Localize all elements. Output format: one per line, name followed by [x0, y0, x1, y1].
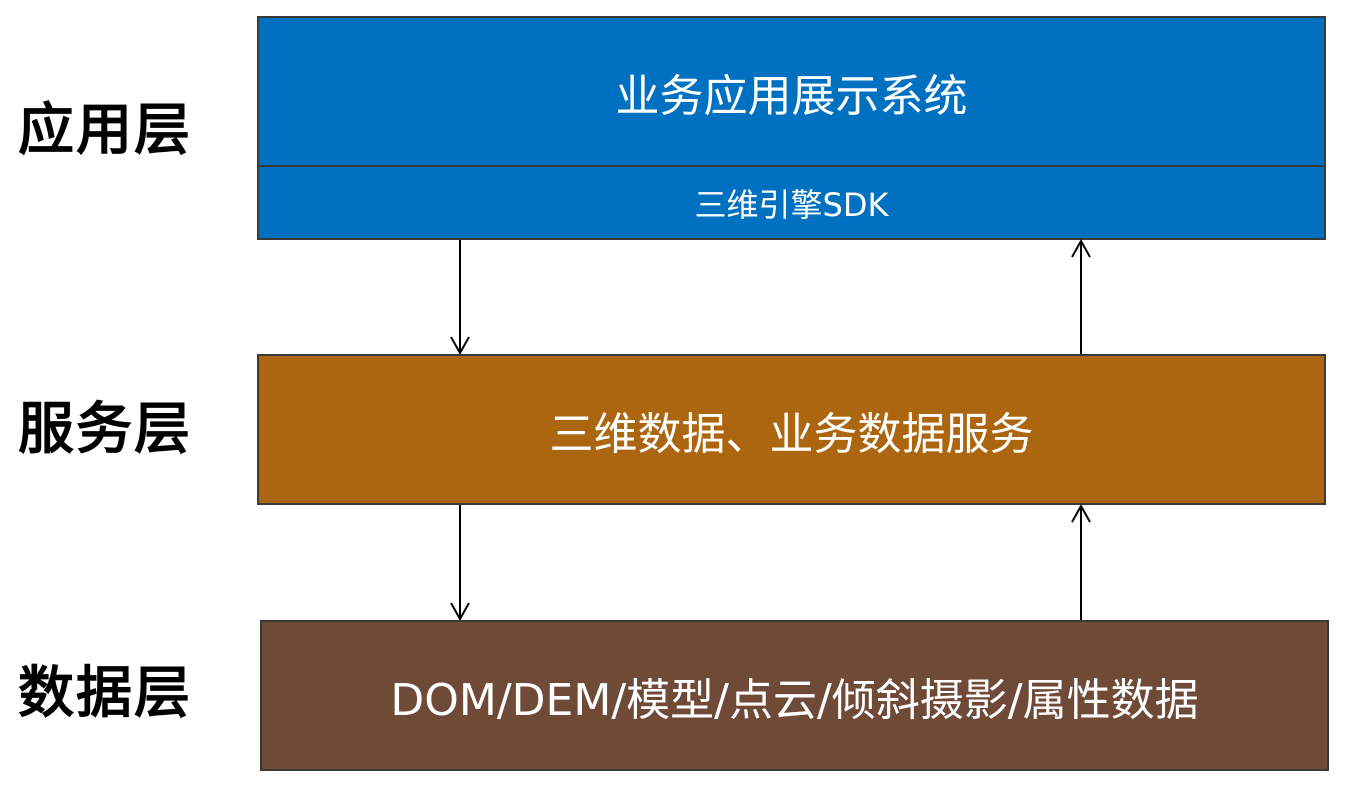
application-system-box: 业务应用展示系统: [257, 16, 1326, 166]
service-layer-label: 服务层: [18, 397, 192, 462]
arrow-service-to-app: [1071, 238, 1091, 354]
service-box: 三维数据、业务数据服务: [257, 354, 1326, 505]
sdk-box: 三维引擎SDK: [257, 165, 1326, 240]
arrow-app-to-service: [450, 240, 470, 356]
arrow-service-to-data: [450, 505, 470, 622]
data-box: DOM/DEM/模型/点云/倾斜摄影/属性数据: [260, 620, 1329, 771]
sdk-text: 三维引擎SDK: [694, 185, 889, 224]
data-text: DOM/DEM/模型/点云/倾斜摄影/属性数据: [390, 674, 1199, 726]
arrow-data-to-service: [1071, 503, 1091, 620]
application-layer-label: 应用层: [18, 98, 192, 163]
service-text: 三维数据、业务数据服务: [549, 408, 1034, 460]
data-layer-label: 数据层: [18, 661, 192, 726]
application-system-text: 业务应用展示系统: [615, 70, 968, 122]
